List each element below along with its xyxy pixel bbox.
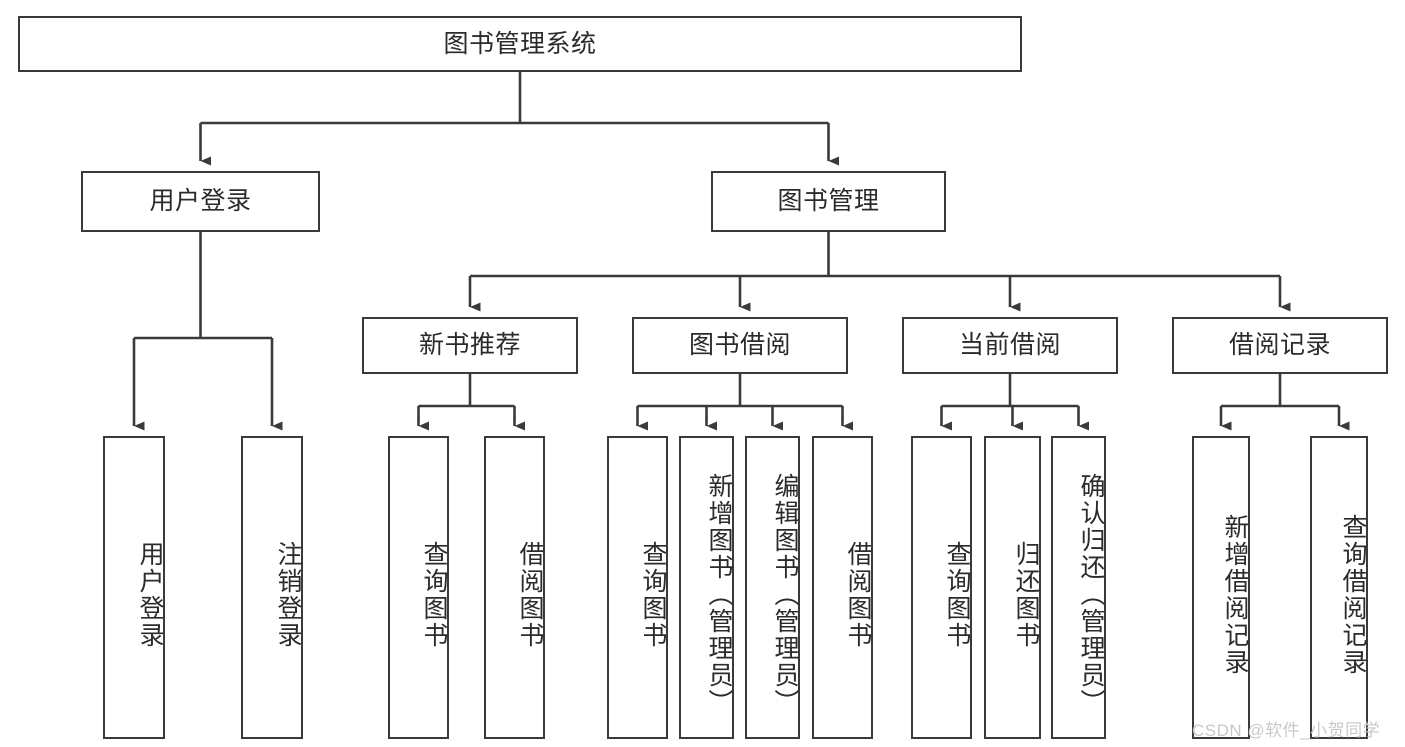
node-leaf-query-book-1[interactable]: 查询图书 <box>388 436 449 739</box>
node-book-manage[interactable]: 图书管理 <box>711 171 946 232</box>
node-leaf-add-record[interactable]: 新增借阅记录 <box>1192 436 1250 739</box>
node-leaf-borrow-book-2[interactable]: 借阅图书 <box>812 436 873 739</box>
node-book-borrow[interactable]: 图书借阅 <box>632 317 848 374</box>
node-root[interactable]: 图书管理系统 <box>18 16 1022 72</box>
node-leaf-borrow-book-1[interactable]: 借阅图书 <box>484 436 545 739</box>
node-label-leaf-borrow-book-1: 借阅图书 <box>516 540 544 649</box>
node-current-borrow[interactable]: 当前借阅 <box>902 317 1118 374</box>
node-label-leaf-edit-book: 编辑图书（管理员） <box>771 473 799 716</box>
node-label-leaf-query-book-3: 查询图书 <box>943 540 971 649</box>
node-label-book-borrow: 图书借阅 <box>688 331 791 359</box>
csdn-watermark: CSDN @软件_小贺同学 <box>1192 721 1381 740</box>
node-label-borrow-record: 借阅记录 <box>1228 331 1331 359</box>
node-leaf-user-login[interactable]: 用户登录 <box>103 436 165 739</box>
node-leaf-query-book-2[interactable]: 查询图书 <box>607 436 668 739</box>
node-leaf-user-logout[interactable]: 注销登录 <box>241 436 303 739</box>
node-label-current-borrow: 当前借阅 <box>958 331 1061 359</box>
node-label-leaf-query-book-1: 查询图书 <box>420 540 448 649</box>
node-leaf-query-book-3[interactable]: 查询图书 <box>911 436 972 739</box>
node-leaf-query-record[interactable]: 查询借阅记录 <box>1310 436 1368 739</box>
node-leaf-return-book[interactable]: 归还图书 <box>984 436 1041 739</box>
node-label-leaf-add-book: 新增图书（管理员） <box>705 473 733 716</box>
node-label-leaf-query-record: 查询借阅记录 <box>1339 513 1367 676</box>
node-leaf-edit-book[interactable]: 编辑图书（管理员） <box>745 436 800 739</box>
node-label-leaf-add-record: 新增借阅记录 <box>1221 513 1249 676</box>
node-label-user-login: 用户登录 <box>149 187 252 215</box>
node-label-leaf-confirm-return: 确认归还（管理员） <box>1077 473 1105 716</box>
node-label-new-book-rec: 新书推荐 <box>418 331 521 359</box>
node-label-root: 图书管理系统 <box>443 29 597 58</box>
node-leaf-confirm-return[interactable]: 确认归还（管理员） <box>1051 436 1106 739</box>
node-label-leaf-user-logout: 注销登录 <box>274 540 302 649</box>
node-label-book-manage: 图书管理 <box>777 187 880 215</box>
node-user-login[interactable]: 用户登录 <box>81 171 320 232</box>
node-leaf-add-book[interactable]: 新增图书（管理员） <box>679 436 734 739</box>
node-label-leaf-borrow-book-2: 借阅图书 <box>844 540 872 649</box>
node-label-leaf-query-book-2: 查询图书 <box>639 540 667 649</box>
node-new-book-rec[interactable]: 新书推荐 <box>362 317 578 374</box>
node-label-leaf-return-book: 归还图书 <box>1012 540 1040 649</box>
node-borrow-record[interactable]: 借阅记录 <box>1172 317 1388 374</box>
node-label-leaf-user-login: 用户登录 <box>136 540 164 649</box>
